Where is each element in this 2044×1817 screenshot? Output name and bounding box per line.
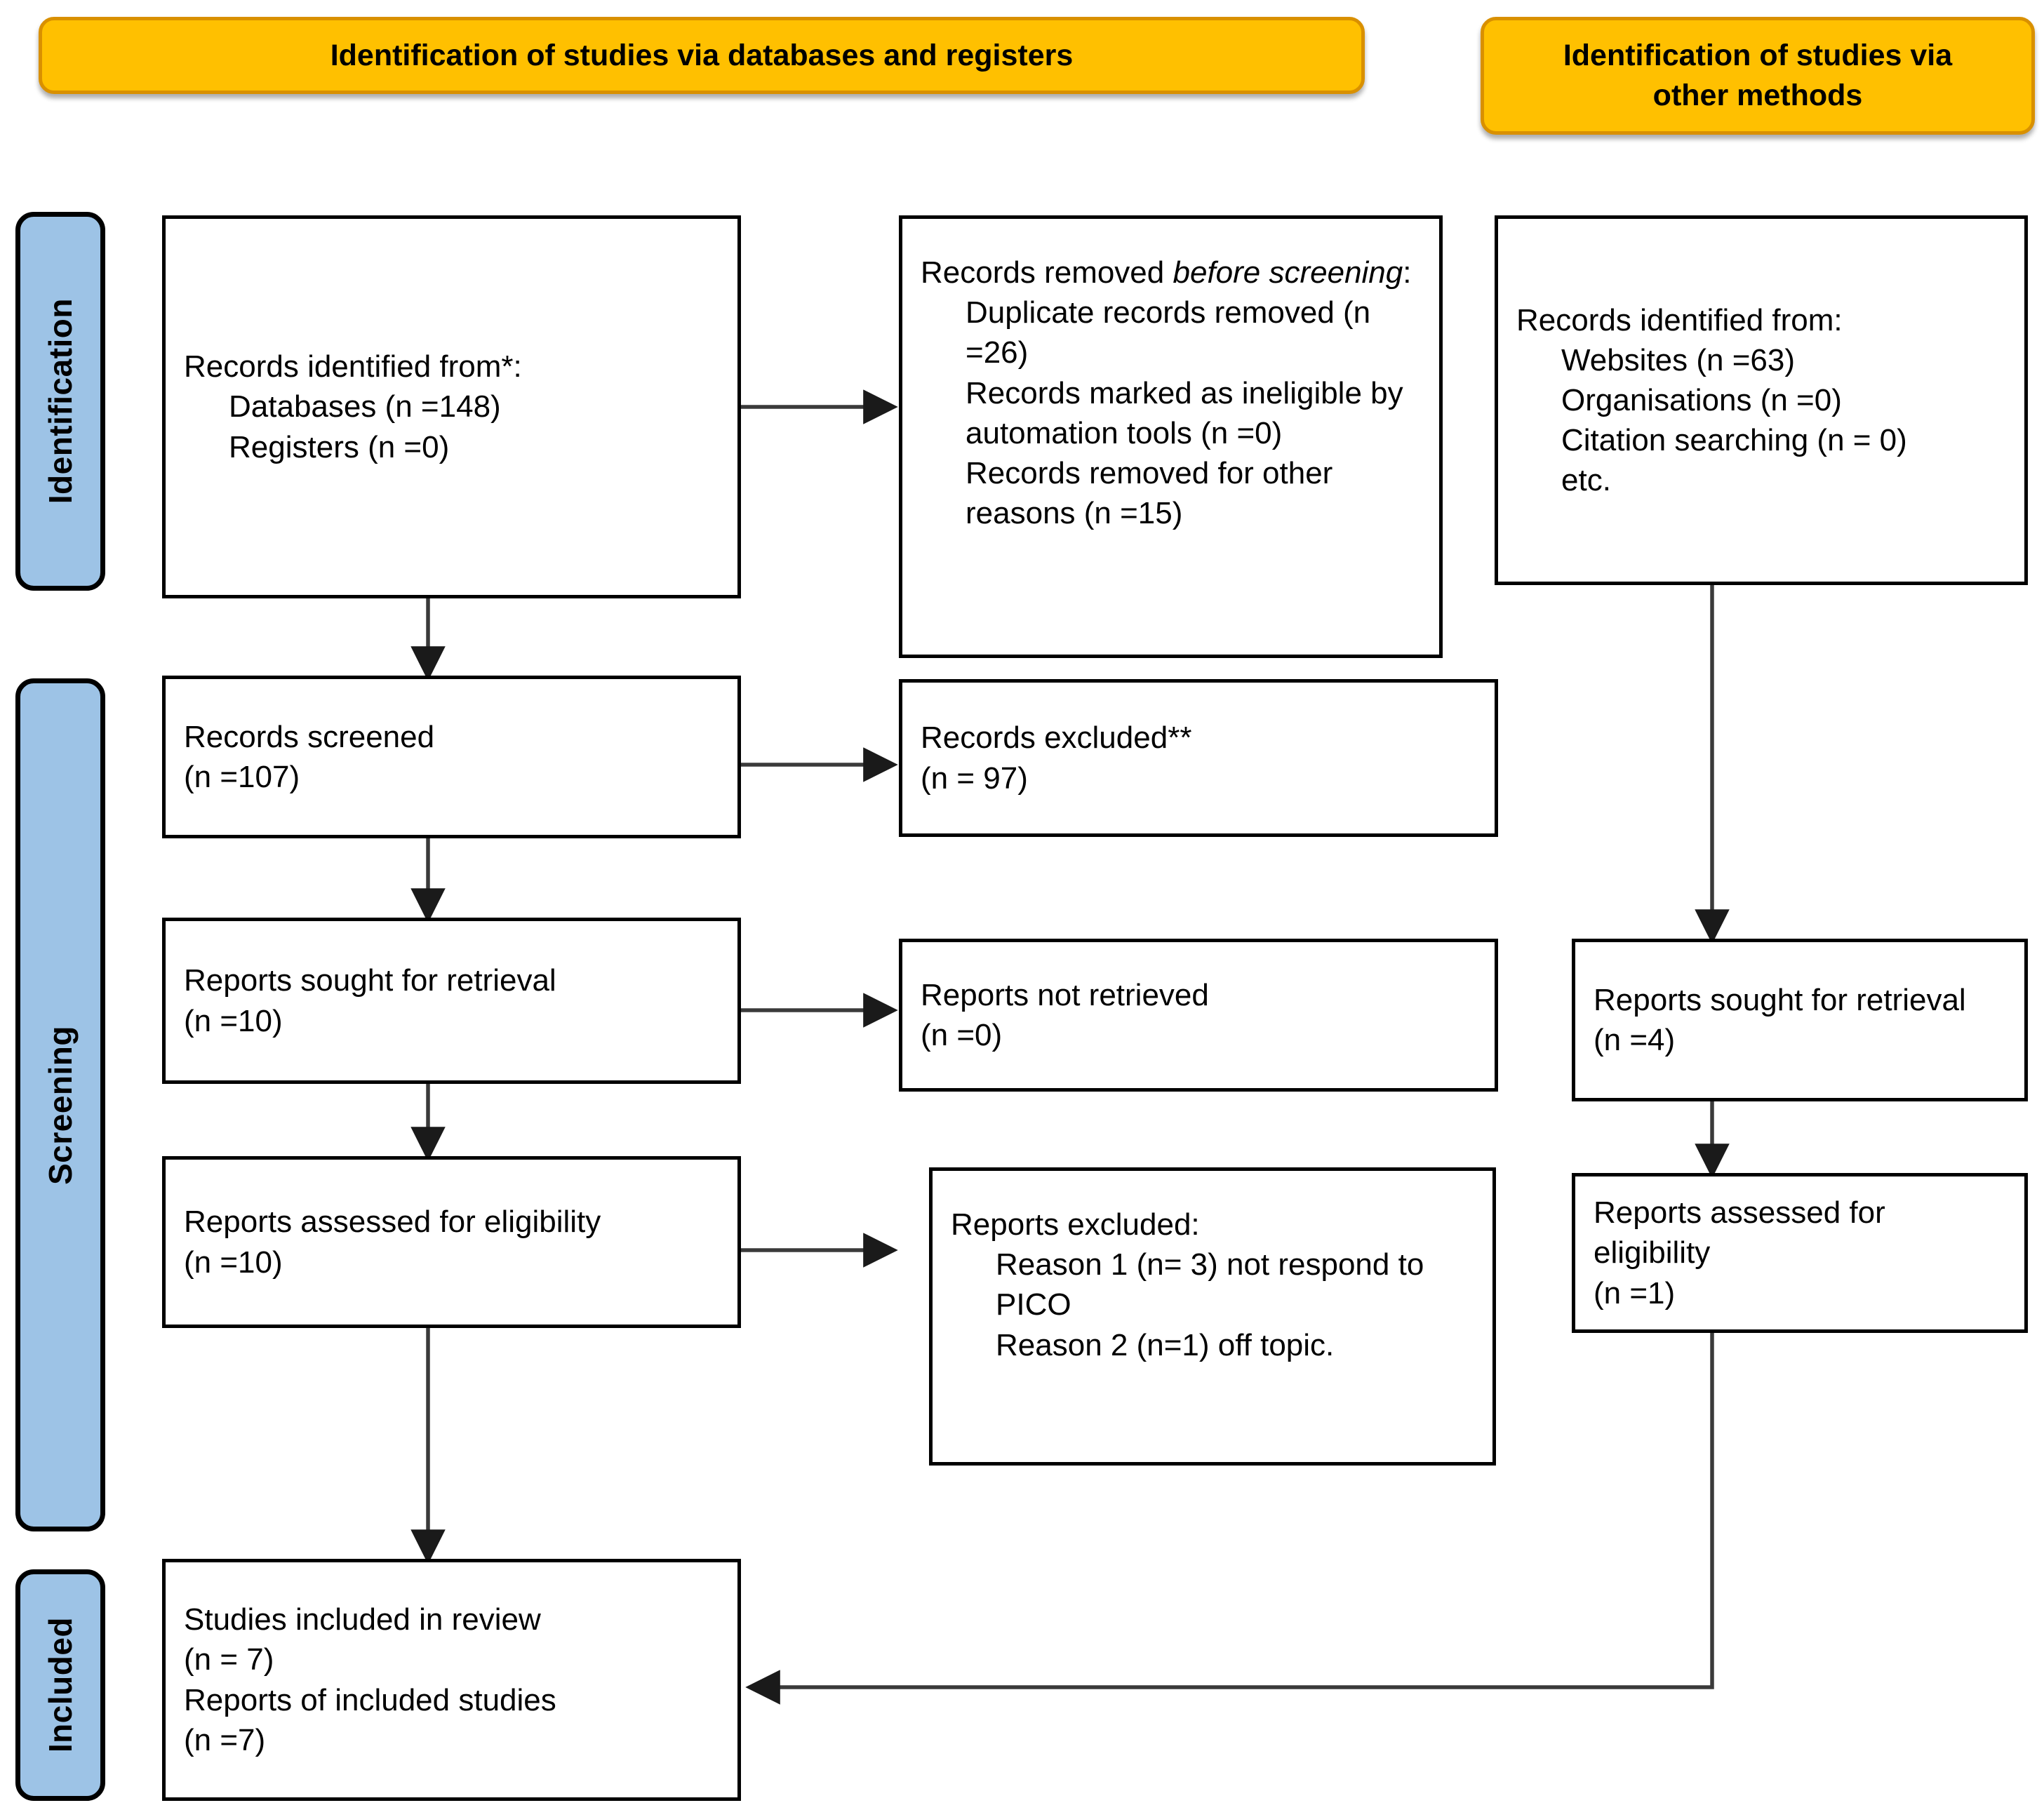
- records-identified-line1: Records identified from*:: [184, 349, 522, 384]
- reports-included-count: (n =7): [184, 1722, 266, 1757]
- box-records-screened: Records screened (n =107): [162, 676, 741, 838]
- reports-excluded-line1: Reports excluded:: [951, 1207, 1200, 1242]
- studies-included-count: (n = 7): [184, 1642, 274, 1677]
- banner-other-methods: Identification of studies via other meth…: [1481, 17, 2035, 135]
- records-identified-registers: Registers (n =0): [229, 429, 450, 464]
- removed-duplicates: Duplicate records removed (n =26): [966, 295, 1371, 370]
- reports-excluded-reason1: Reason 1 (n= 3) not respond to PICO: [996, 1247, 1424, 1322]
- other-reports-assessed-line1: Reports assessed for eligibility: [1594, 1195, 1885, 1270]
- records-excluded-count: (n = 97): [921, 760, 1028, 796]
- box-reports-excluded: Reports excluded: Reason 1 (n= 3) not re…: [929, 1167, 1496, 1466]
- reports-included-line1: Reports of included studies: [184, 1682, 556, 1717]
- studies-included-line1: Studies included in review: [184, 1602, 541, 1637]
- box-records-identified: Records identified from*: Databases (n =…: [162, 215, 741, 598]
- stage-label-screening: Screening: [42, 1025, 79, 1185]
- other-reports-sought-count: (n =4): [1594, 1023, 1676, 1057]
- banner-databases-registers: Identification of studies via databases …: [39, 17, 1365, 94]
- records-screened-line1: Records screened: [184, 719, 435, 754]
- box-reports-assessed: Reports assessed for eligibility (n =10): [162, 1156, 741, 1328]
- stage-band-included: Included: [15, 1569, 105, 1801]
- other-identified-citation: Citation searching (n = 0): [1561, 423, 1907, 458]
- records-excluded-line1: Records excluded**: [921, 720, 1192, 756]
- box-studies-included: Studies included in review (n = 7) Repor…: [162, 1559, 741, 1801]
- box-other-reports-sought: Reports sought for retrieval (n =4): [1572, 939, 2028, 1101]
- reports-assessed-count: (n =10): [184, 1245, 283, 1280]
- removed-before-screening-heading: Records removed before screening:: [921, 255, 1411, 290]
- reports-not-retrieved-line1: Reports not retrieved: [921, 977, 1209, 1012]
- reports-sought-count: (n =10): [184, 1003, 283, 1038]
- box-records-excluded: Records excluded** (n = 97): [899, 679, 1498, 837]
- stage-label-identification: Identification: [42, 298, 79, 504]
- other-identified-line1: Records identified from:: [1516, 302, 1843, 337]
- banner-databases-label: Identification of studies via databases …: [330, 38, 1074, 72]
- other-identified-etc: etc.: [1561, 463, 1611, 498]
- box-other-records-identified: Records identified from: Websites (n =63…: [1495, 215, 2028, 585]
- removed-lead-normal: Records removed: [921, 255, 1173, 290]
- removed-other-reasons: Records removed for other reasons (n =15…: [966, 455, 1333, 531]
- reports-assessed-line1: Reports assessed for eligibility: [184, 1205, 601, 1240]
- other-identified-organisations: Organisations (n =0): [1561, 382, 1842, 417]
- banner-other-label: Identification of studies via other meth…: [1563, 39, 1953, 112]
- reports-not-retrieved-count: (n =0): [921, 1018, 1003, 1052]
- other-identified-websites: Websites (n =63): [1561, 342, 1796, 377]
- other-reports-sought-line1: Reports sought for retrieval: [1594, 982, 1966, 1017]
- records-identified-databases: Databases (n =148): [229, 389, 501, 424]
- removed-lead-colon: :: [1403, 255, 1412, 290]
- stage-band-screening: Screening: [15, 678, 105, 1531]
- box-reports-sought: Reports sought for retrieval (n =10): [162, 918, 741, 1084]
- box-reports-not-retrieved: Reports not retrieved (n =0): [899, 939, 1498, 1092]
- reports-sought-line1: Reports sought for retrieval: [184, 963, 556, 998]
- reports-excluded-reason2: Reason 2 (n=1) off topic.: [996, 1327, 1335, 1362]
- other-reports-assessed-count: (n =1): [1594, 1275, 1676, 1310]
- removed-automation: Records marked as ineligible by automati…: [966, 375, 1403, 450]
- removed-lead-italic: before screening: [1173, 255, 1403, 290]
- box-other-reports-assessed: Reports assessed for eligibility (n =1): [1572, 1173, 2028, 1333]
- box-records-removed-before-screening: Records removed before screening: Duplic…: [899, 215, 1443, 658]
- stage-band-identification: Identification: [15, 212, 105, 591]
- stage-label-included: Included: [42, 1617, 79, 1753]
- records-screened-count: (n =107): [184, 760, 300, 794]
